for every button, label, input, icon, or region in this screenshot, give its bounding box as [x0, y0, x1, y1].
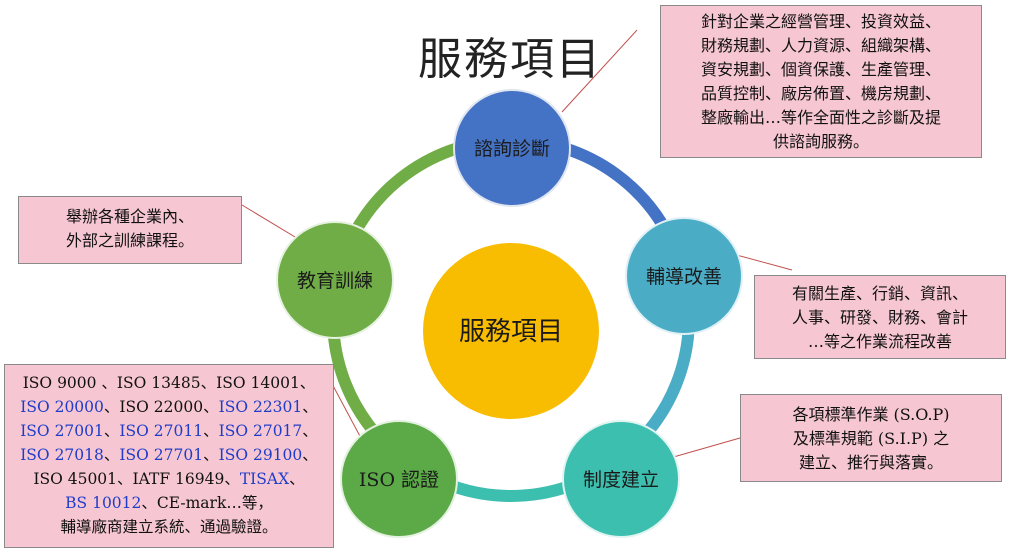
center-circle — [423, 243, 599, 419]
page-title: 服務項目 — [418, 34, 602, 85]
cert-line: BS 10012、CE-mark…等， — [5, 491, 333, 515]
node-consult[interactable]: 諮詢診斷 — [453, 89, 571, 207]
cert-standard-highlight: ISO 27001 — [20, 422, 104, 440]
coach-line: 有關生產、行銷、資訊、 — [791, 284, 968, 303]
description-box-training: 舉辦各種企業內、 外部之訓練課程。 — [18, 196, 242, 264]
cert-text: ISO 45001、IATF 16949、 — [33, 470, 240, 488]
coach-line: 人事、研發、財務、會計 — [791, 308, 968, 327]
connector-consult — [561, 29, 638, 113]
consult-line: 品質控制、廠房佈置、機房規劃、 — [700, 84, 941, 103]
cert-text: 、 — [302, 422, 318, 440]
cert-standard-highlight: BS 10012 — [65, 494, 142, 512]
training-line: 舉辦各種企業內、 — [65, 207, 194, 226]
description-box-consult: 針對企業之經營管理、投資效益、 財務規劃、人力資源、組織架構、 資安規劃、個資保… — [660, 5, 982, 158]
cert-standard-highlight: ISO 22301 — [218, 398, 303, 416]
node-coach[interactable]: 輔導改善 — [625, 217, 743, 335]
description-box-system: 各項標準作業 (S.O.P) 及標準規範 (S.I.P) 之 建立、推行與落實。 — [740, 394, 1002, 482]
center-label: 服務項目 — [459, 317, 563, 347]
system-line: 及標準規範 (S.I.P) 之 — [792, 429, 950, 448]
cert-standard-highlight: ISO 27011 — [119, 422, 204, 440]
cert-text: 、 — [103, 422, 120, 440]
description-box-coach: 有關生產、行銷、資訊、 人事、研發、財務、會計 …等之作業流程改善 — [754, 275, 1006, 359]
cert-text: 、 — [302, 446, 318, 464]
cert-line: 輔導廠商建立系統、通過驗證。 — [5, 515, 333, 539]
consult-line: 資安規劃、個資保護、生產管理、 — [700, 60, 941, 79]
cert-line: ISO 27018、ISO 27701、ISO 29100、 — [5, 443, 333, 467]
description-box-cert: ISO 9000 、ISO 13485、ISO 14001、ISO 20000、… — [4, 364, 334, 548]
connector-training — [241, 204, 301, 241]
node-cert[interactable]: ISO 認證 — [340, 420, 458, 538]
consult-line: 財務規劃、人力資源、組織架構、 — [700, 36, 941, 55]
cert-text: 、 — [103, 446, 120, 464]
consult-line: 供諮詢服務。 — [772, 132, 869, 151]
cert-line: ISO 9000 、ISO 13485、ISO 14001、 — [5, 371, 333, 395]
cert-text: 、 — [289, 470, 305, 488]
consult-line: 整廠輸出…等作全面性之診斷及提 — [700, 108, 941, 127]
cert-text: ISO 9000 、ISO 13485、ISO 14001、 — [22, 374, 316, 392]
cert-line: ISO 45001、IATF 16949、TISAX、 — [5, 467, 333, 491]
cert-text: 、 — [203, 446, 219, 464]
connector-system — [669, 437, 741, 459]
cert-line: ISO 20000、ISO 22000、ISO 22301、 — [5, 395, 333, 419]
cert-text: 輔導廠商建立系統、通過驗證。 — [60, 518, 278, 536]
node-label-coach: 輔導改善 — [646, 266, 722, 288]
node-system[interactable]: 制度建立 — [562, 420, 680, 538]
system-line: 各項標準作業 (S.O.P) — [792, 405, 950, 424]
cert-text: 、CE-mark…等， — [141, 494, 273, 512]
coach-line: …等之作業流程改善 — [807, 332, 952, 351]
node-label-cert: ISO 認證 — [359, 469, 439, 491]
connector-cert — [329, 379, 363, 441]
system-line: 建立、推行與落實。 — [798, 453, 943, 472]
training-line: 外部之訓練課程。 — [65, 231, 194, 250]
cert-standard-highlight: ISO 27018 — [20, 446, 104, 464]
node-label-system: 制度建立 — [583, 469, 659, 491]
node-training[interactable]: 教育訓練 — [276, 221, 394, 339]
cert-standard-highlight: ISO 27017 — [218, 422, 303, 440]
cert-text: 、 — [203, 422, 219, 440]
consult-line: 針對企業之經營管理、投資效益、 — [700, 12, 941, 31]
cert-text: 、ISO 22000、 — [103, 398, 219, 416]
cert-standard-highlight: ISO 29100 — [218, 446, 303, 464]
cert-line: ISO 27001、ISO 27011、ISO 27017、 — [5, 419, 333, 443]
cert-standard-highlight: ISO 27701 — [119, 446, 204, 464]
cert-text: 、 — [302, 398, 318, 416]
node-label-consult: 諮詢診斷 — [474, 138, 550, 160]
node-label-training: 教育訓練 — [297, 270, 373, 292]
cert-standard-highlight: TISAX — [239, 470, 290, 488]
cert-standard-highlight: ISO 20000 — [20, 398, 104, 416]
